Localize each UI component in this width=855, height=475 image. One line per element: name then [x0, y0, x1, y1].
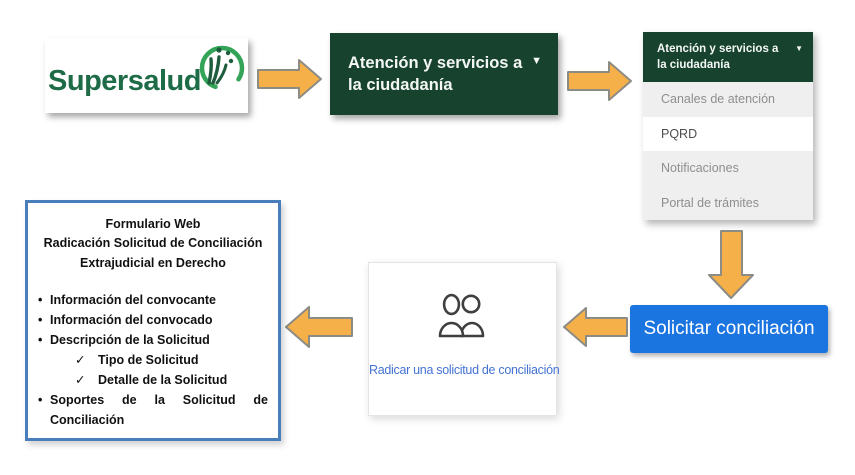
bullet-informacion-convocante: • Información del convocante	[38, 290, 268, 310]
menu-item-notificaciones[interactable]: Notificaciones	[643, 151, 813, 186]
supersalud-swirl-icon	[195, 41, 245, 98]
bullet-icon: •	[38, 293, 43, 308]
flow-arrow-right-2	[567, 60, 633, 102]
menu-header-line1: Atención y servicios a	[657, 43, 779, 55]
flow-arrow-down	[706, 230, 756, 300]
flow-arrow-right-1	[257, 58, 323, 100]
supersalud-logo: Supersalud	[48, 45, 245, 104]
chevron-down-icon: ▼	[531, 55, 542, 67]
check-tipo-solicitud: ✓ Tipo de Solicitud	[75, 350, 268, 370]
bullet-descripcion-solicitud: • Descripción de la Solicitud	[38, 330, 268, 350]
solicitar-conciliacion-button[interactable]: Solicitar conciliación	[630, 305, 828, 353]
nav-label-line2: la ciudadanía	[348, 76, 453, 95]
formulario-web-box: Formulario Web Radicación Solicitud de C…	[25, 200, 281, 441]
menu-item-list: Canales de atención PQRD Notificaciones …	[643, 82, 813, 220]
check-icon: ✓	[75, 353, 86, 368]
check-icon: ✓	[75, 373, 86, 388]
supersalud-logo-card: Supersalud	[45, 38, 248, 113]
nav-label-line1: Atención y servicios a	[348, 54, 523, 72]
people-icon	[369, 291, 556, 341]
menu-item-portal-tramites[interactable]: Portal de trámites	[643, 185, 813, 220]
bullet-informacion-convocado: • Información del convocado	[38, 310, 268, 330]
bullet-icon: •	[38, 393, 43, 408]
form-bullet-list: • Información del convocante • Informaci…	[38, 290, 268, 430]
check-detalle-solicitud: ✓ Detalle de la Solicitud	[75, 370, 268, 390]
menu-header-atencion[interactable]: Atención y servicios a la ciudadanía ▼	[643, 32, 813, 82]
form-title-line3: Extrajudicial en Derecho	[80, 255, 226, 270]
form-title: Formulario Web Radicación Solicitud de C…	[38, 215, 268, 273]
radicar-solicitud-label: Radicar una solicitud de conciliación	[369, 363, 560, 377]
radicar-solicitud-card[interactable]: Radicar una solicitud de conciliación	[368, 262, 560, 416]
chevron-down-icon: ▼	[795, 44, 803, 53]
menu-item-pqrd[interactable]: PQRD	[643, 116, 813, 151]
form-title-line2: Radicación Solicitud de Conciliación	[43, 236, 263, 251]
bullet-soportes-solicitud: • Soportes de la Solicitud de Conciliaci…	[38, 390, 268, 430]
nav-button-atencion[interactable]: Atención y servicios a la ciudadanía ▼	[330, 33, 558, 115]
menu-item-canales[interactable]: Canales de atención	[643, 82, 813, 117]
flow-arrow-left-2	[284, 304, 353, 350]
menu-header-line2: la ciudadanía	[657, 58, 730, 71]
bullet-icon: •	[38, 313, 43, 328]
flow-arrow-left-1	[562, 305, 628, 349]
dropdown-menu: Atención y servicios a la ciudadanía ▼ C…	[643, 32, 813, 220]
bullet-icon: •	[38, 333, 43, 348]
form-title-line1: Formulario Web	[105, 217, 201, 231]
supersalud-wordmark: Supersalud	[48, 65, 201, 97]
